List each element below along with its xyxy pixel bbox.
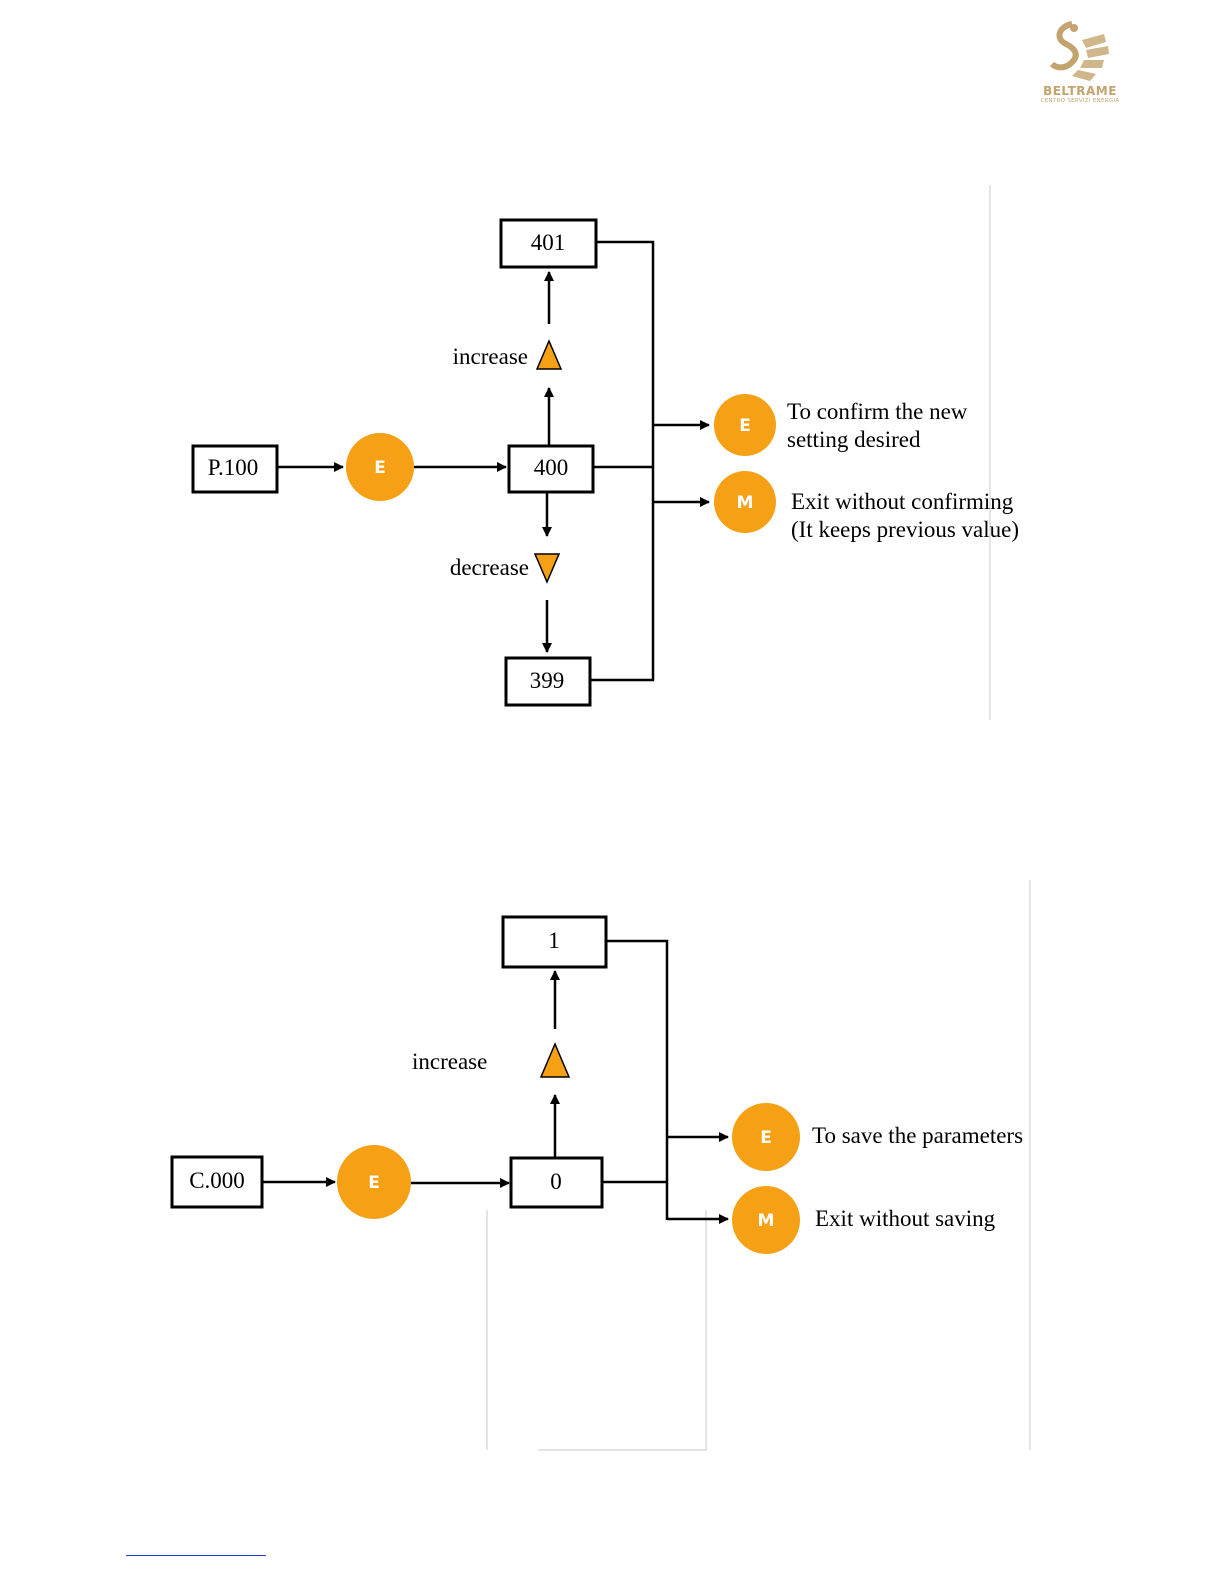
increased-value-box: 401: [501, 220, 596, 267]
current-value-box: 0: [511, 1158, 602, 1207]
increase-triangle-icon[interactable]: [537, 341, 561, 369]
exit-text: Exit without saving: [815, 1206, 996, 1231]
bracket-connector: [606, 941, 667, 1220]
exit-text-line2: (It keeps previous value): [791, 517, 1019, 542]
start-value-box: C.000: [172, 1157, 262, 1207]
start-value-text: P.100: [208, 455, 259, 480]
bracket-connector: [590, 242, 653, 680]
current-value-box: 400: [509, 446, 593, 492]
start-value-text: C.000: [189, 1168, 245, 1193]
confirm-text-line2: setting desired: [787, 427, 921, 452]
enter-key-button[interactable]: E: [337, 1145, 411, 1219]
save-parameters-diagram: C.000 E 0 increase 1 E To save the param…: [0, 875, 1225, 1465]
increased-value-text: 1: [548, 928, 560, 953]
enter-key-label: E: [374, 458, 386, 478]
exit-text-line1: Exit without confirming: [791, 489, 1014, 514]
beltrame-logo: BELTRAME CENTRO SERVIZI ENERGIA: [1030, 18, 1130, 110]
save-key-label: E: [760, 1128, 772, 1148]
current-value-text: 0: [550, 1169, 562, 1194]
logo-tagline-text: CENTRO SERVIZI ENERGIA: [1030, 98, 1130, 104]
save-key-button[interactable]: E: [732, 1103, 800, 1171]
page-guide-line: [538, 1210, 706, 1450]
exit-key-button[interactable]: M: [714, 471, 776, 533]
start-value-box: P.100: [193, 446, 277, 492]
save-text: To save the parameters: [812, 1123, 1023, 1148]
footer-link-underline[interactable]: [126, 1555, 266, 1556]
increase-triangle-icon[interactable]: [541, 1044, 569, 1077]
decreased-value-box: 399: [506, 658, 590, 705]
logo-brand-text: BELTRAME: [1030, 84, 1130, 98]
decreased-value-text: 399: [530, 668, 565, 693]
logo-emblem-icon: [1030, 18, 1130, 84]
exit-key-button[interactable]: M: [732, 1186, 800, 1254]
confirm-key-label: E: [739, 416, 751, 436]
parameter-edit-diagram: P.100 E 400 increase 401 decrease 399 E: [0, 180, 1225, 740]
decrease-label: decrease: [450, 555, 529, 580]
increased-value-box: 1: [503, 917, 606, 967]
exit-key-label: M: [758, 1211, 775, 1231]
confirm-text-line1: To confirm the new: [787, 399, 968, 424]
current-value-text: 400: [534, 455, 569, 480]
exit-key-label: M: [737, 493, 754, 513]
increase-label: increase: [412, 1049, 487, 1074]
increase-label: increase: [453, 344, 528, 369]
increased-value-text: 401: [531, 230, 566, 255]
enter-key-label: E: [368, 1173, 380, 1193]
confirm-key-button[interactable]: E: [714, 394, 776, 456]
decrease-triangle-icon[interactable]: [535, 554, 559, 582]
enter-key-button[interactable]: E: [346, 433, 414, 501]
